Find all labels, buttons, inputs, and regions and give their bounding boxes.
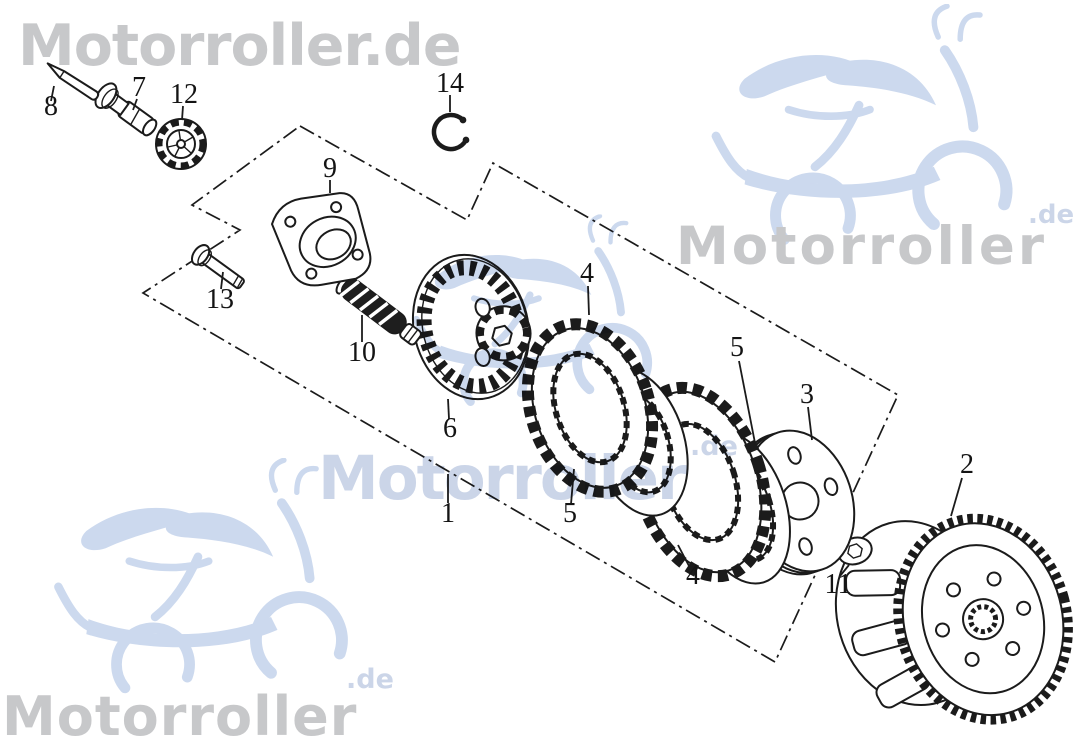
- part-8-push-pin: [46, 62, 100, 101]
- part-label-1: 1: [441, 498, 455, 529]
- part-callouts: 8 7 12 14 9 13 10 6 1 5 4 5 4 3 11 2: [44, 68, 974, 600]
- part-13-bolt: [190, 244, 245, 290]
- part-9-bearing-plate: [271, 192, 372, 287]
- part-14-circlip: [431, 112, 470, 152]
- part-label-9: 9: [323, 153, 337, 184]
- part-label-13: 13: [206, 284, 234, 315]
- part-label-8: 8: [44, 91, 58, 122]
- part-2-clutch-basket: [834, 513, 1073, 725]
- part-label-14: 14: [436, 68, 464, 99]
- part-label-2: 2: [960, 449, 974, 480]
- part-label-7: 7: [132, 72, 146, 103]
- part-6-drive-gear: [411, 253, 532, 401]
- part-label-5-rear: 5: [730, 332, 744, 363]
- part-label-4-rear: 4: [686, 560, 700, 591]
- assembly-boundary-outline: [141, 124, 900, 664]
- part-12-gear-wheel: [155, 118, 207, 170]
- part-label-3: 3: [800, 379, 814, 410]
- part-label-5-front: 5: [563, 498, 577, 529]
- part-label-10: 10: [348, 337, 376, 368]
- part-label-6: 6: [443, 413, 457, 444]
- part-label-12: 12: [170, 79, 198, 110]
- part-label-4-front: 4: [580, 258, 594, 289]
- part-7-release-shaft: [94, 82, 158, 137]
- part-label-11: 11: [825, 569, 852, 600]
